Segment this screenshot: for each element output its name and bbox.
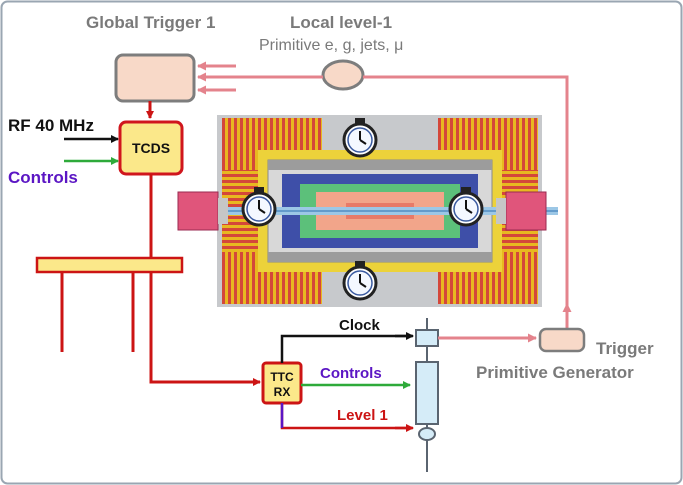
clock-icon-right (448, 187, 484, 227)
tpg-box (538, 327, 586, 353)
global-trigger-label: Global Trigger 1 (86, 13, 215, 32)
rf-label: RF 40 MHz (8, 116, 94, 135)
bus-to-ttcrx-line (149, 272, 258, 384)
tpg-label-line2: Primitive Generator (476, 363, 634, 382)
tcds-label: TCDS (132, 140, 170, 156)
clock-icon-left (241, 187, 277, 227)
local-level-label: Local level-1 (290, 13, 392, 32)
controls-label-right: Controls (320, 365, 382, 382)
local-level-node (321, 59, 365, 91)
level1-label: Level 1 (337, 407, 388, 424)
global-trigger-box (114, 53, 196, 103)
distribution-bus (35, 256, 184, 274)
clock-icon-bottom (342, 261, 378, 301)
clock-icon-top (342, 118, 378, 158)
clock-label: Clock (339, 317, 381, 334)
controls-label-left: Controls (8, 168, 78, 187)
clock-line (280, 334, 412, 363)
primitive-list-label: Primitive e, g, jets, μ (259, 37, 403, 54)
tpg-to-local-line (363, 75, 569, 328)
ttc-rx-label-line2: RX (274, 385, 291, 399)
tpg-label-line1: Trigger (596, 339, 654, 358)
detector-graphic (177, 115, 558, 307)
readout-column (415, 318, 439, 472)
ttc-rx-label-line1: TTC (270, 370, 294, 384)
